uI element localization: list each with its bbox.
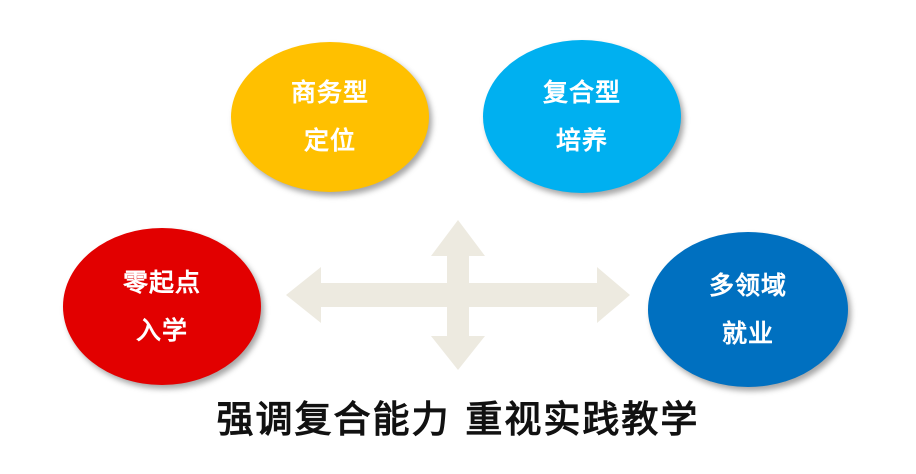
composite-training-circle: 复合型 培养 — [483, 40, 681, 193]
zero-start-circle: 零起点 入学 — [63, 228, 261, 385]
business-orientation-circle: 商务型 定位 — [231, 42, 429, 192]
zero-circle-line2: 入学 — [135, 315, 188, 345]
multi-circle-line1: 多领域 — [708, 270, 787, 300]
business-circle-line2: 定位 — [303, 126, 356, 155]
four-way-arrow-shape — [286, 220, 630, 370]
composite-circle-line1: 复合型 — [542, 77, 621, 107]
multi-field-employment-circle: 多领域 就业 — [648, 232, 848, 387]
zero-circle-line1: 零起点 — [122, 267, 201, 297]
diagram-caption: 强调复合能力 重视实践教学 — [216, 398, 700, 441]
business-circle-line1: 商务型 — [290, 78, 369, 107]
multi-circle-line2: 就业 — [721, 318, 774, 348]
composite-circle-line2: 培养 — [555, 125, 608, 155]
